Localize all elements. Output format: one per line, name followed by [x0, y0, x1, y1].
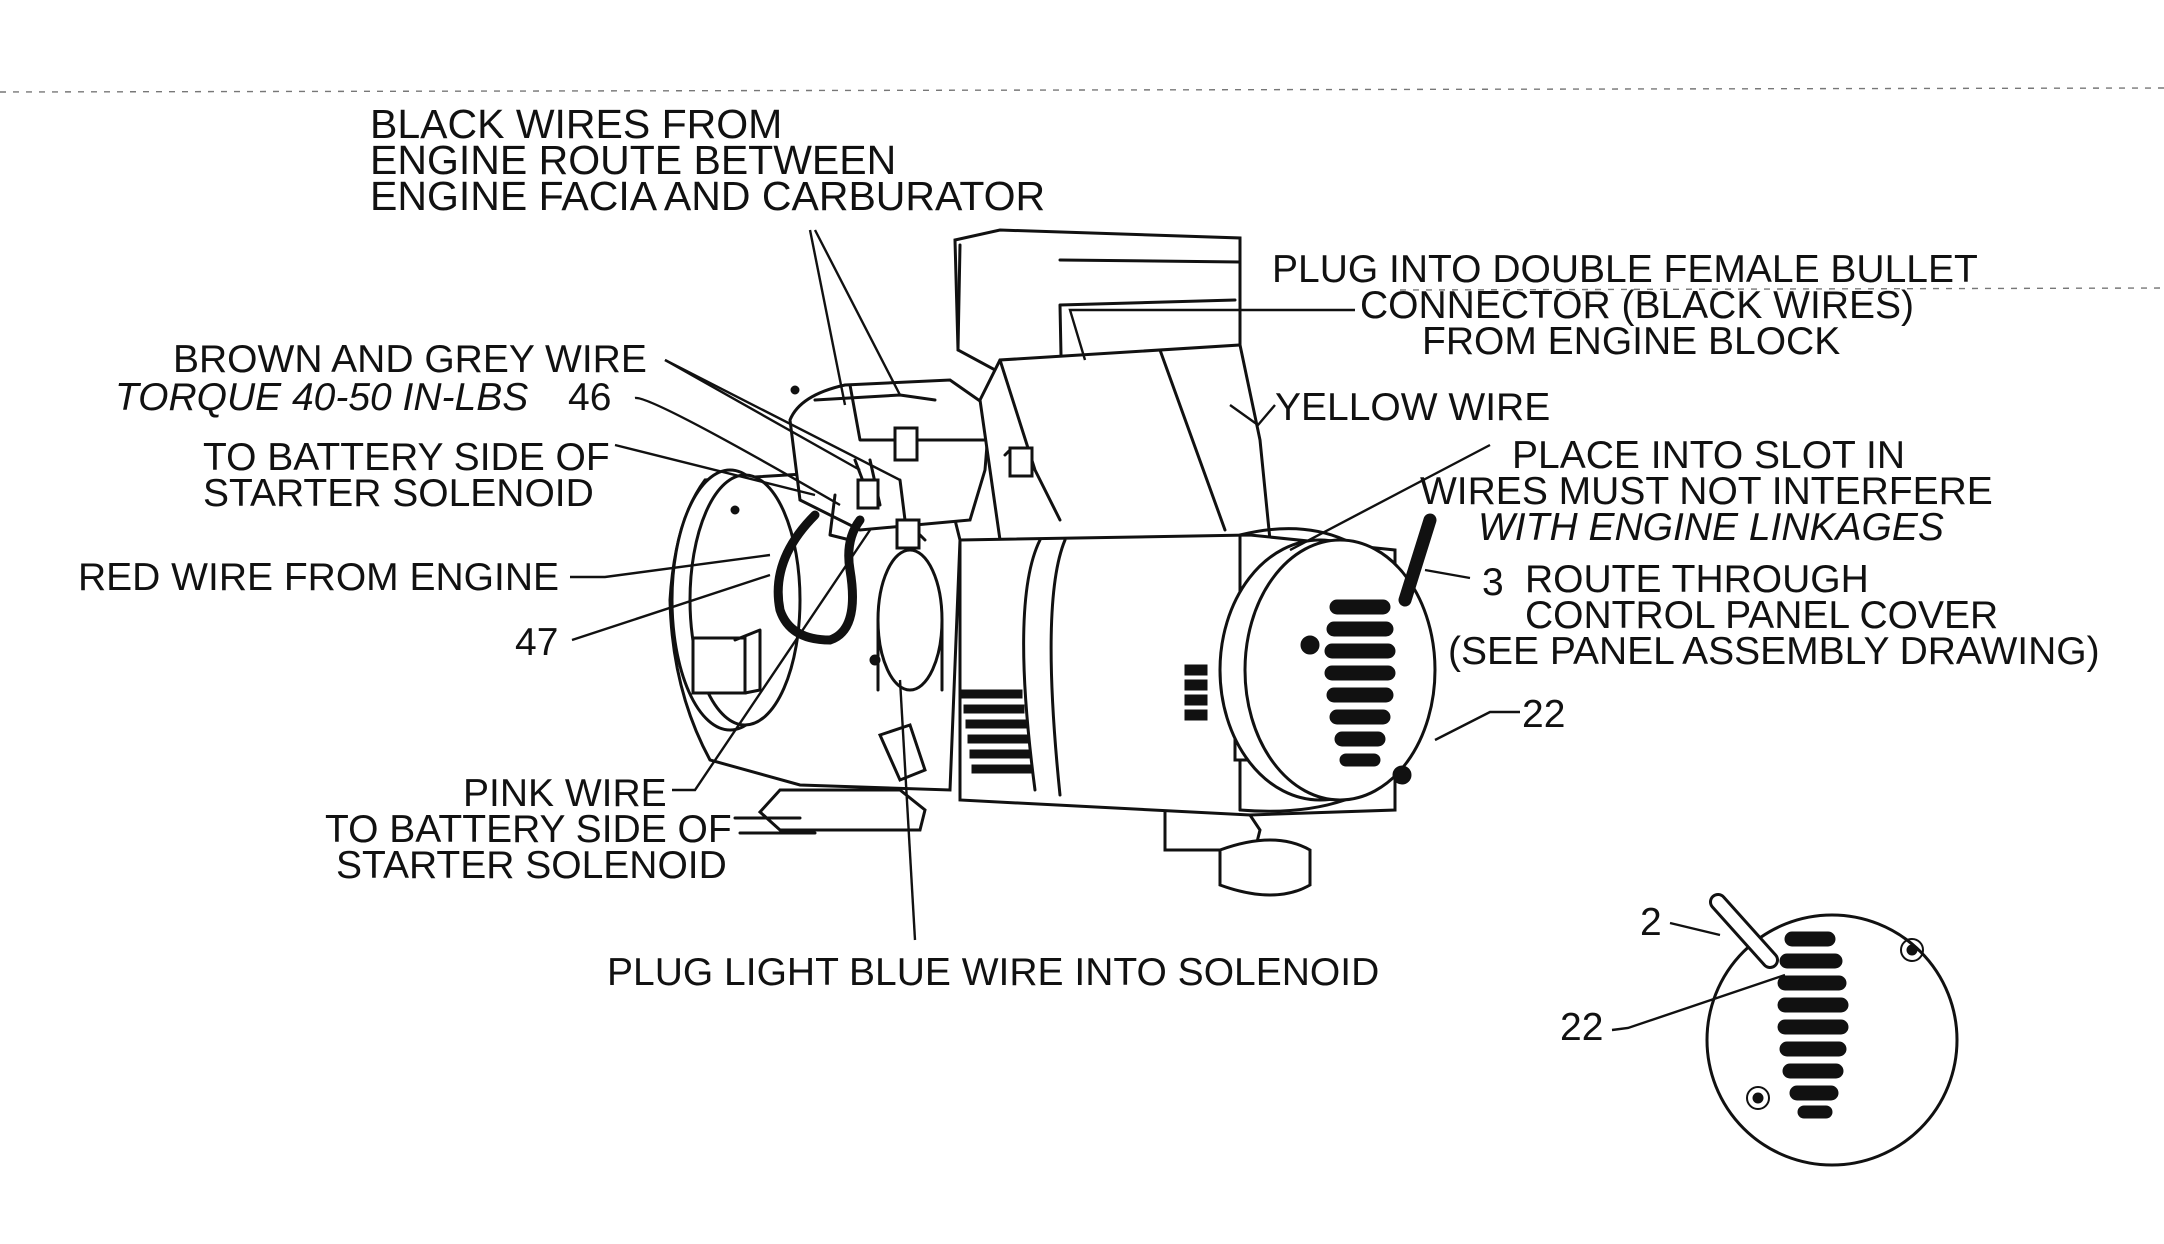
label-plug-double-line1: PLUG INTO DOUBLE FEMALE BULLET	[1272, 248, 1978, 291]
label-pink-wire-line3: STARTER SOLENOID	[336, 844, 727, 887]
label-place-into-slot: PLACE INTO SLOT IN	[1512, 434, 1905, 477]
label-torque: TORQUE 40-50 IN-LBS	[115, 376, 528, 419]
ref-number-46: 46	[568, 376, 611, 419]
ref-number-3: 3	[1482, 561, 1504, 604]
label-route-line3: (SEE PANEL ASSEMBLY DRAWING)	[1448, 630, 2100, 673]
label-route-line1: ROUTE THROUGH	[1525, 558, 1869, 601]
label-wires-must-line1: WIRES MUST NOT INTERFERE	[1420, 470, 1993, 513]
label-battery-side-line2: STARTER SOLENOID	[203, 472, 594, 515]
end-cap-vent	[1300, 599, 1412, 785]
detail-ref-number-22: 22	[1560, 1006, 1603, 1049]
label-black-wires-line1: BLACK WIRES FROM	[370, 101, 782, 147]
label-plug-double-line2: CONNECTOR (BLACK WIRES)	[1360, 284, 1914, 327]
label-brown-grey-wire: BROWN AND GREY WIRE	[173, 338, 647, 381]
scan-artifacts	[0, 87, 2164, 291]
end-cap-detail	[1705, 893, 1959, 1167]
generator-illustration	[668, 228, 1437, 897]
label-battery-side-line1: TO BATTERY SIDE OF	[203, 436, 610, 479]
label-yellow-wire: YELLOW WIRE	[1275, 386, 1550, 429]
label-black-wires-line2: ENGINE ROUTE BETWEEN	[370, 137, 896, 183]
ref-number-47: 47	[515, 621, 558, 664]
callout-labels: BLACK WIRES FROM ENGINE ROUTE BETWEEN EN…	[78, 101, 2100, 1049]
ref-number-22: 22	[1522, 693, 1565, 736]
label-black-wires-line3: ENGINE FACIA AND CARBURATOR	[370, 173, 1045, 219]
label-plug-double-line3: FROM ENGINE BLOCK	[1422, 320, 1840, 363]
label-pink-wire-line2: TO BATTERY SIDE OF	[325, 808, 732, 851]
label-red-wire: RED WIRE FROM ENGINE	[78, 556, 559, 599]
label-wires-must-line2: WITH ENGINE LINKAGES	[1478, 506, 1944, 549]
label-pink-wire-line1: PINK WIRE	[463, 772, 667, 815]
label-light-blue-wire: PLUG LIGHT BLUE WIRE INTO SOLENOID	[607, 951, 1379, 994]
leader-lines	[570, 229, 1786, 1032]
label-route-line2: CONTROL PANEL COVER	[1525, 594, 1998, 637]
detail-ref-number-2: 2	[1640, 901, 1662, 944]
